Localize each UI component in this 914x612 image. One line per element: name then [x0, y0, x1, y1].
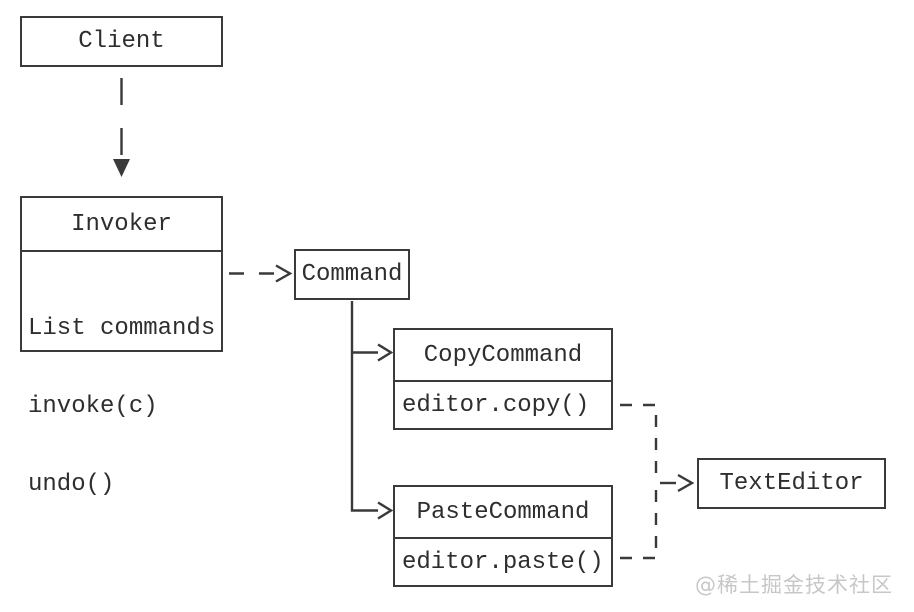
class-title: CopyCommand [395, 330, 611, 382]
class-box-pastecommand: PasteCommand editor.paste() [393, 485, 613, 587]
edge-client-invoker [113, 78, 130, 177]
class-title: PasteCommand [395, 487, 611, 539]
chevron-arrowhead [677, 473, 695, 493]
edge-command-copycommand [352, 343, 394, 362]
class-box-copycommand: CopyCommand editor.copy() [393, 328, 613, 430]
watermark-text: @稀土掘金技术社区 [695, 573, 893, 597]
class-box-texteditor: TextEditor [697, 458, 886, 509]
chevron-arrowhead [377, 501, 394, 520]
class-title: Invoker [22, 198, 221, 252]
class-members: List commands invoke(c) undo() [22, 252, 221, 498]
class-title: TextEditor [719, 470, 864, 497]
class-member: editor.copy() [402, 392, 590, 419]
edge-copycommand-junction [620, 403, 658, 476]
edge-invoker-command [229, 264, 293, 283]
chevron-arrowhead [275, 264, 293, 283]
class-box-command: Command [294, 249, 410, 300]
class-title: Command [301, 261, 403, 288]
class-title: Client [78, 28, 165, 55]
class-member: undo() [28, 471, 115, 498]
class-member: List commands [28, 315, 216, 342]
edge-pastecommand-junction [620, 490, 658, 560]
edge-command-pastecommand [350, 301, 394, 520]
class-member: invoke(c) [28, 393, 158, 420]
class-box-invoker: Invoker List commands invoke(c) undo() [20, 196, 223, 498]
edge-junction-texteditor [660, 473, 695, 493]
class-member: editor.paste() [402, 549, 604, 576]
filled-triangle-arrowhead [113, 159, 130, 177]
chevron-arrowhead [377, 343, 394, 362]
class-box-client: Client [20, 16, 223, 67]
